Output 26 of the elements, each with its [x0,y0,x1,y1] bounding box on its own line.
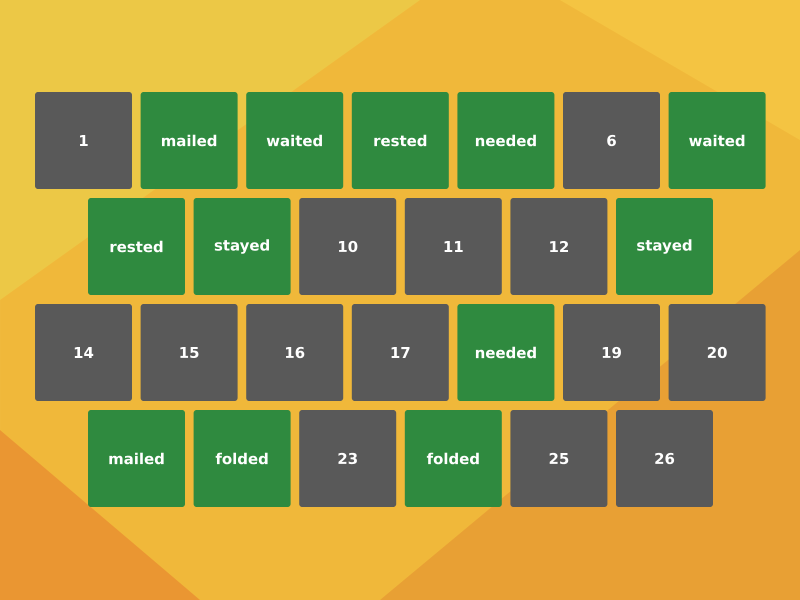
game-card: stayed [194,198,291,295]
game-card: rested [352,92,449,189]
game-card: waited [246,92,344,189]
game-card: mailed [140,92,238,189]
game-card: stayed [616,198,713,295]
game-card: 12 [510,198,608,295]
game-card: 14 [35,304,132,401]
game-card: waited [668,92,766,189]
game-card: 23 [299,410,396,507]
game-card: 1 [35,92,132,189]
game-card: needed [457,304,554,401]
game-card: 10 [299,198,396,295]
game-card: folded [194,410,291,507]
game-card: rested [88,198,185,295]
game-card: 16 [246,304,344,401]
game-card: 17 [352,304,449,401]
game-card: needed [457,92,554,189]
game-card: 15 [140,304,238,401]
game-card: 11 [404,198,502,295]
game-card: 6 [563,92,660,189]
game-card: mailed [88,410,185,507]
game-card: 25 [510,410,608,507]
game-card: folded [404,410,502,507]
game-card: 19 [563,304,660,401]
game-card: 20 [668,304,766,401]
game-card: 26 [616,410,713,507]
